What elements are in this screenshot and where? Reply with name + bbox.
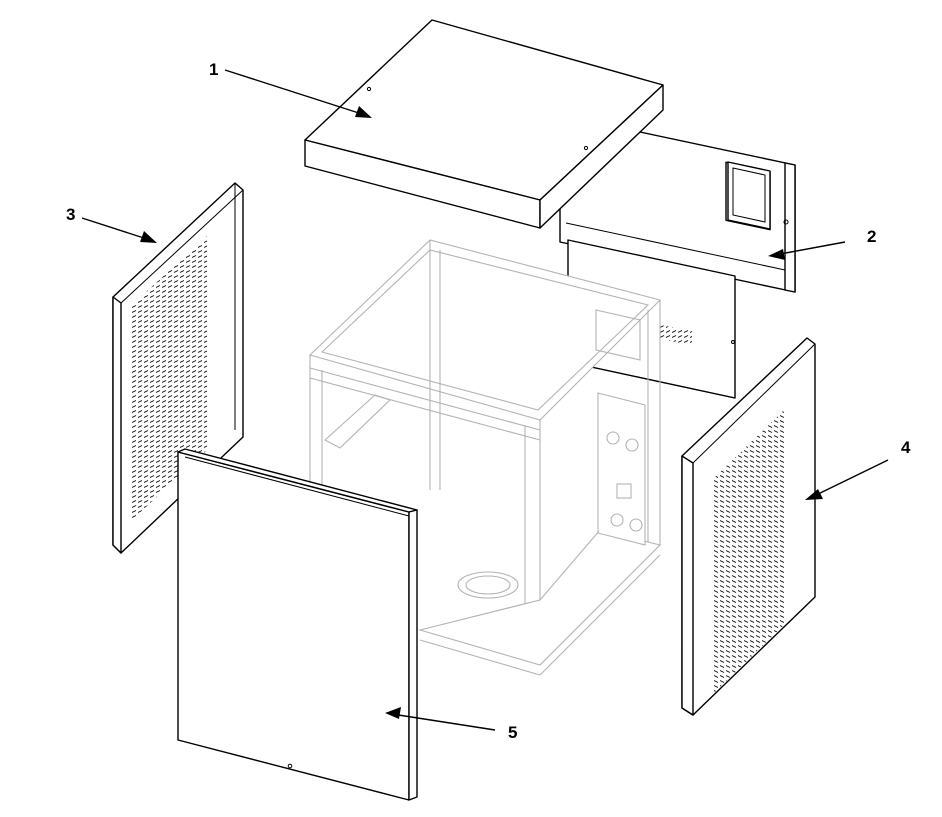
- callout-3: 3: [66, 205, 76, 224]
- top-cover: [304, 19, 664, 229]
- callout-4: 4: [901, 438, 911, 457]
- leader-lines: [81, 69, 889, 731]
- leader-3: [81, 217, 151, 241]
- leader-3-arrowhead: [140, 231, 157, 243]
- right-side-panel: [681, 337, 816, 716]
- leader-2: [774, 241, 846, 256]
- leader-1: [224, 69, 366, 116]
- front-panel: [177, 448, 418, 801]
- leader-4: [811, 459, 889, 498]
- leader-4-arrowhead: [805, 489, 823, 500]
- leader-5: [391, 713, 496, 731]
- callout-2: 2: [867, 227, 877, 246]
- leader-1-arrowhead: [355, 106, 372, 118]
- callout-5: 5: [508, 723, 518, 742]
- back-panel: [559, 114, 796, 300]
- leader-5-arrowhead: [385, 707, 401, 719]
- chassis-frame: [308, 239, 662, 676]
- callout-1: 1: [209, 60, 219, 79]
- leader-2-arrowhead: [768, 249, 785, 260]
